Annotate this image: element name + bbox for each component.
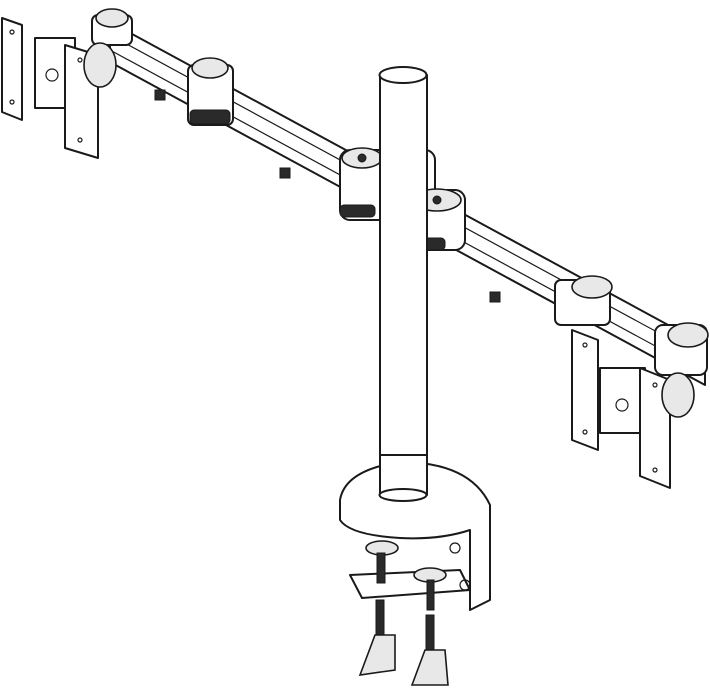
pole (378, 66, 428, 511)
right-vesa-plate (571, 329, 695, 489)
desk-clamp (339, 454, 491, 686)
left-vesa-plate (1, 17, 117, 159)
right-arm-joint (554, 275, 709, 376)
left-arm-joint (91, 8, 234, 126)
